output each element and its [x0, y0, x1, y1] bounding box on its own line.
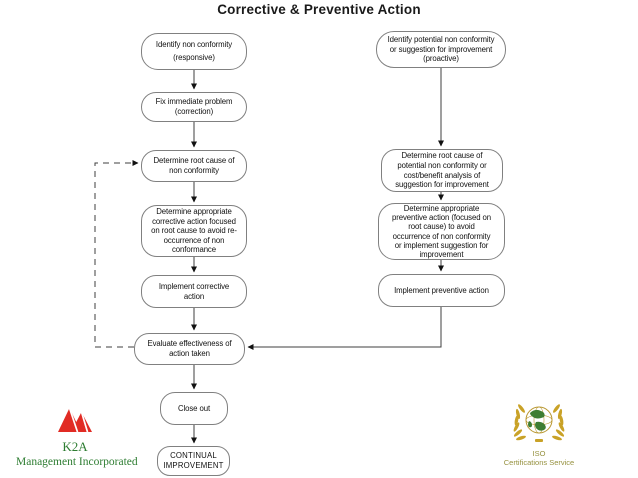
node-line: Close out — [177, 403, 211, 413]
node-implement-corrective-action: Implement corrective action — [141, 275, 247, 308]
node-line: Determine appropriate — [403, 203, 480, 213]
node-line: improvement — [419, 249, 464, 259]
node-line: or suggestion for improvement — [389, 44, 493, 54]
node-identify-non-conformity: Identify non conformity (responsive) — [141, 33, 247, 70]
iso-logo-line2: Certifications Service — [503, 458, 575, 467]
node-line: occurrence of non — [163, 235, 225, 245]
node-line: corrective action focused — [152, 216, 236, 226]
node-line: root cause) to avoid — [408, 222, 475, 232]
node-line: Determine appropriate — [156, 206, 232, 216]
k2a-mountain-icon — [58, 407, 92, 433]
node-line: occurrence of non conformity — [392, 231, 491, 241]
node-line: Identify non conformity — [155, 40, 233, 50]
node-line: potential non conformity or — [397, 160, 487, 170]
iso-globe-wreath-icon — [513, 404, 565, 442]
node-determine-root-cause-potential: Determine root cause of potential non co… — [381, 149, 503, 192]
node-line: (proactive) — [423, 54, 459, 64]
node-line: (correction) — [174, 107, 214, 116]
node-line: suggestion for improvement — [395, 180, 489, 190]
node-line: Determine root cause of — [401, 151, 483, 161]
node-line: conformance — [172, 245, 216, 255]
node-line: or implement suggestion for — [394, 240, 489, 250]
node-determine-root-cause: Determine root cause of non conformity — [141, 150, 247, 182]
node-line: action — [183, 291, 205, 301]
node-line: Implement preventive action — [394, 285, 489, 295]
node-line: cost/benefit analysis of — [403, 170, 481, 180]
node-line: action taken — [169, 349, 210, 358]
node-line: (responsive) — [173, 52, 215, 62]
node-identify-potential-non-conformity: Identify potential non conformity or sug… — [376, 31, 506, 68]
node-line: on root cause to avoid re- — [151, 226, 237, 236]
node-determine-preventive-action: Determine appropriate preventive action … — [378, 203, 505, 260]
node-line: Identify potential non conformity — [387, 35, 495, 45]
connector-r4-evaluate — [247, 307, 442, 350]
k2a-logo-subtitle: Management Incorporated — [16, 456, 138, 468]
node-evaluate-effectiveness: Evaluate effectiveness of action taken — [134, 333, 245, 365]
node-fix-immediate-problem: Fix immediate problem (correction) — [141, 92, 247, 122]
feedback-loop-dashed — [94, 160, 139, 348]
k2a-logo: K2A Management Incorporated — [16, 406, 138, 468]
node-line: Fix immediate problem — [155, 97, 233, 107]
iso-logo-line1: ISO — [532, 449, 546, 458]
node-implement-preventive-action: Implement preventive action — [378, 274, 505, 307]
node-line: IMPROVEMENT — [163, 461, 224, 470]
node-line: preventive action (focused on — [392, 213, 491, 223]
node-continual-improvement: CONTINUAL IMPROVEMENT — [157, 446, 230, 476]
node-determine-corrective-action: Determine appropriate corrective action … — [141, 205, 247, 257]
node-line: CONTINUAL — [170, 451, 217, 461]
node-line: non conformity — [169, 166, 219, 175]
node-line: Determine root cause of — [153, 156, 235, 166]
k2a-logo-title: K2A — [62, 439, 88, 454]
node-line: Evaluate effectiveness of — [147, 339, 232, 349]
page-title: Corrective & Preventive Action — [217, 2, 421, 17]
node-line: Implement corrective — [158, 281, 230, 291]
iso-logo: ISO Certifications Service — [494, 402, 584, 467]
node-close-out: Close out — [160, 392, 228, 425]
